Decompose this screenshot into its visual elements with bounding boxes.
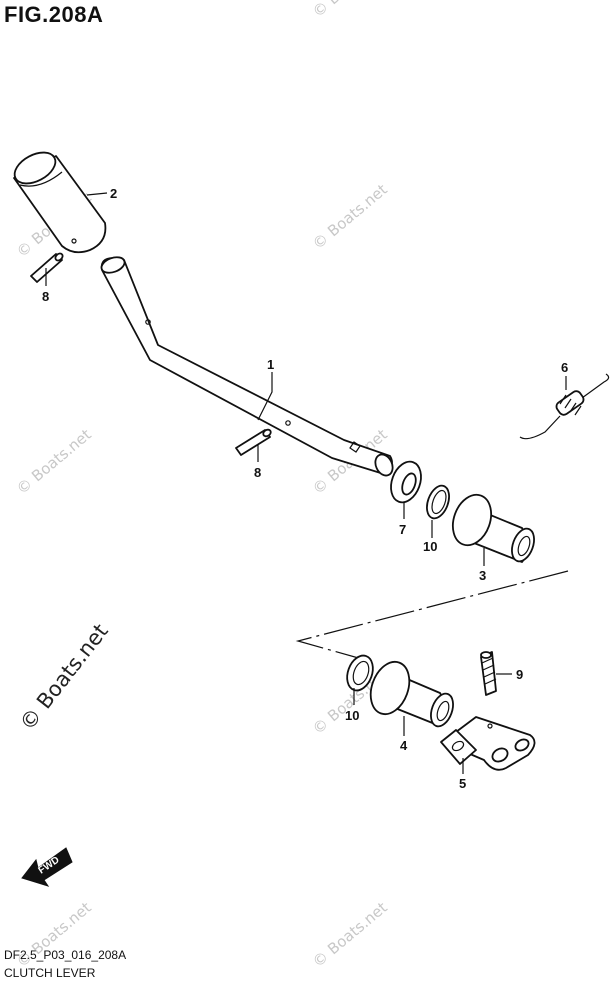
callout-8-top: 8	[42, 289, 49, 304]
callout-8-middle: 8	[254, 465, 261, 480]
callout-6: 6	[561, 360, 568, 375]
callout-9: 9	[516, 667, 523, 682]
figure-title: FIG.208A	[4, 2, 104, 27]
watermark: © Boats.net	[309, 898, 391, 971]
watermark: © Boats.net	[13, 425, 95, 498]
part-8-pin-top	[30, 252, 64, 283]
watermark: © Boats.net	[309, 0, 391, 21]
figure-caption: CLUTCH LEVER	[4, 966, 96, 980]
part-1-lever	[100, 256, 394, 477]
fwd-arrow: FWD	[21, 847, 73, 887]
callouts: 1 2 3 4 5 6 7 8 8 9 10 10	[42, 186, 568, 791]
part-8-pin-middle	[235, 428, 272, 456]
part-6-spring	[519, 373, 610, 440]
part-9-pin	[480, 651, 497, 696]
callout-7: 7	[399, 522, 406, 537]
part-3-bushing	[451, 493, 535, 563]
watermarks: © Boats.net © Boats.net © Boats.net © Bo…	[13, 0, 391, 971]
part-10-oring-upper	[426, 484, 450, 520]
part-4-bushing	[369, 660, 454, 728]
callout-3: 3	[479, 568, 486, 583]
part-5-bracket	[440, 716, 536, 771]
callout-10-lower: 10	[345, 708, 359, 723]
figure-code: DF2.5_P03_016_208A	[4, 948, 127, 962]
leader-lines	[45, 192, 567, 774]
callout-4: 4	[400, 738, 408, 753]
part-2-grip	[13, 151, 107, 254]
watermark-large: © Boats.net	[15, 619, 113, 735]
callout-10-upper: 10	[423, 539, 437, 554]
callout-2: 2	[110, 186, 117, 201]
watermark: © Boats.net	[309, 180, 391, 253]
part-7-washer	[390, 460, 422, 504]
callout-1: 1	[267, 357, 274, 372]
callout-5: 5	[459, 776, 466, 791]
